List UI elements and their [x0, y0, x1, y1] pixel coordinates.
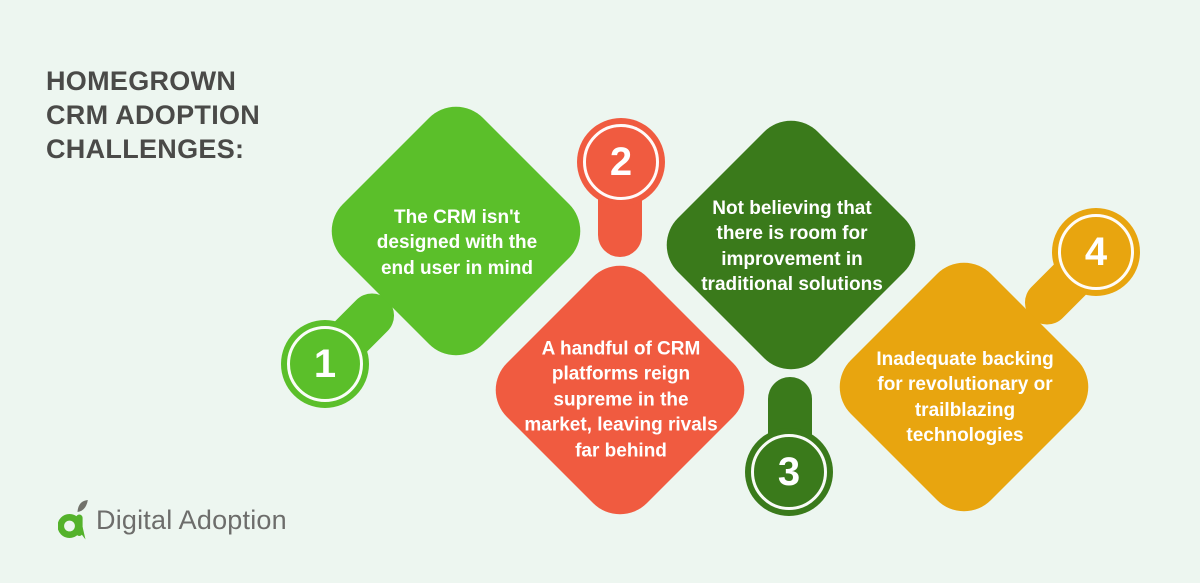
digital-adoption-a-leaf-icon: [58, 500, 88, 540]
badge-number: 4: [1084, 229, 1108, 274]
page-title: HOMEGROWN CRM ADOPTION CHALLENGES:: [46, 66, 261, 165]
badge-number: 2: [609, 139, 633, 184]
brand-logo: Digital Adoption: [58, 497, 287, 543]
number-badge: 1: [281, 320, 369, 408]
badge-ring: [287, 326, 363, 402]
number-badge: 2: [577, 118, 665, 206]
badge-ring: [1058, 214, 1134, 290]
challenge-text: The CRM isn't designed with the end user…: [376, 206, 538, 279]
badge-ring: [751, 434, 827, 510]
number-badge: 3: [745, 428, 833, 516]
badge-number: 1: [313, 341, 337, 386]
challenge-text: A handful of CRM platforms reign supreme…: [524, 338, 718, 462]
badge-ring: [583, 124, 659, 200]
brand-name: Digital Adoption: [96, 504, 287, 535]
number-badge: 4: [1052, 208, 1140, 296]
badge-number: 3: [777, 449, 801, 494]
challenge-text: Inadequate backing for revolutionary or …: [876, 349, 1054, 447]
challenge-text: Not believing that there is room for imp…: [701, 198, 883, 296]
